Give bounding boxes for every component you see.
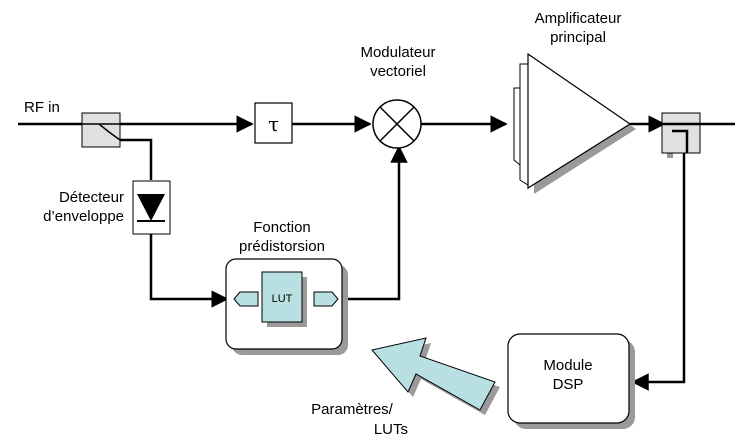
amplifier-label-line1: Amplificateur [535, 10, 622, 27]
coupler-to-detector-line [120, 138, 153, 180]
delay-block: τ [254, 102, 293, 144]
modulator-label-line2: vectoriel [370, 63, 426, 80]
output-coupler [661, 112, 701, 158]
detector-label-line1: Détecteur [59, 189, 124, 206]
dsp-module: Module DSP [507, 333, 635, 429]
vector-modulator [372, 99, 422, 149]
parameters-label-line2: LUTs [374, 421, 408, 438]
amplifier-label-line2: principal [550, 29, 606, 46]
parameters-label-line1: Paramètres/ [311, 401, 394, 418]
predistortion-block: LUT [225, 258, 348, 355]
parameters-arrow-icon [371, 337, 500, 415]
rf-in-label: RF in [24, 99, 60, 116]
modulator-label-line1: Modulateur [360, 44, 435, 61]
delay-label: τ [268, 112, 279, 136]
main-amplifier [513, 52, 636, 194]
lut-input-port-icon [233, 291, 259, 307]
predistortion-label-line1: Fonction [253, 219, 311, 236]
lut-label: LUT [272, 293, 293, 305]
envelope-detector [132, 180, 171, 235]
input-coupler [81, 112, 121, 148]
detector-to-predistortion-line [149, 234, 229, 308]
predistortion-label-line2: prédistorsion [239, 238, 325, 255]
dsp-label-line1: Module [543, 357, 592, 374]
dsp-label-line2: DSP [553, 376, 584, 393]
predistortion-to-modulator-line [340, 145, 408, 301]
lut-output-port-icon [313, 291, 339, 307]
detector-label-line2: d’enveloppe [43, 208, 124, 225]
output-to-dsp-line [631, 128, 686, 391]
